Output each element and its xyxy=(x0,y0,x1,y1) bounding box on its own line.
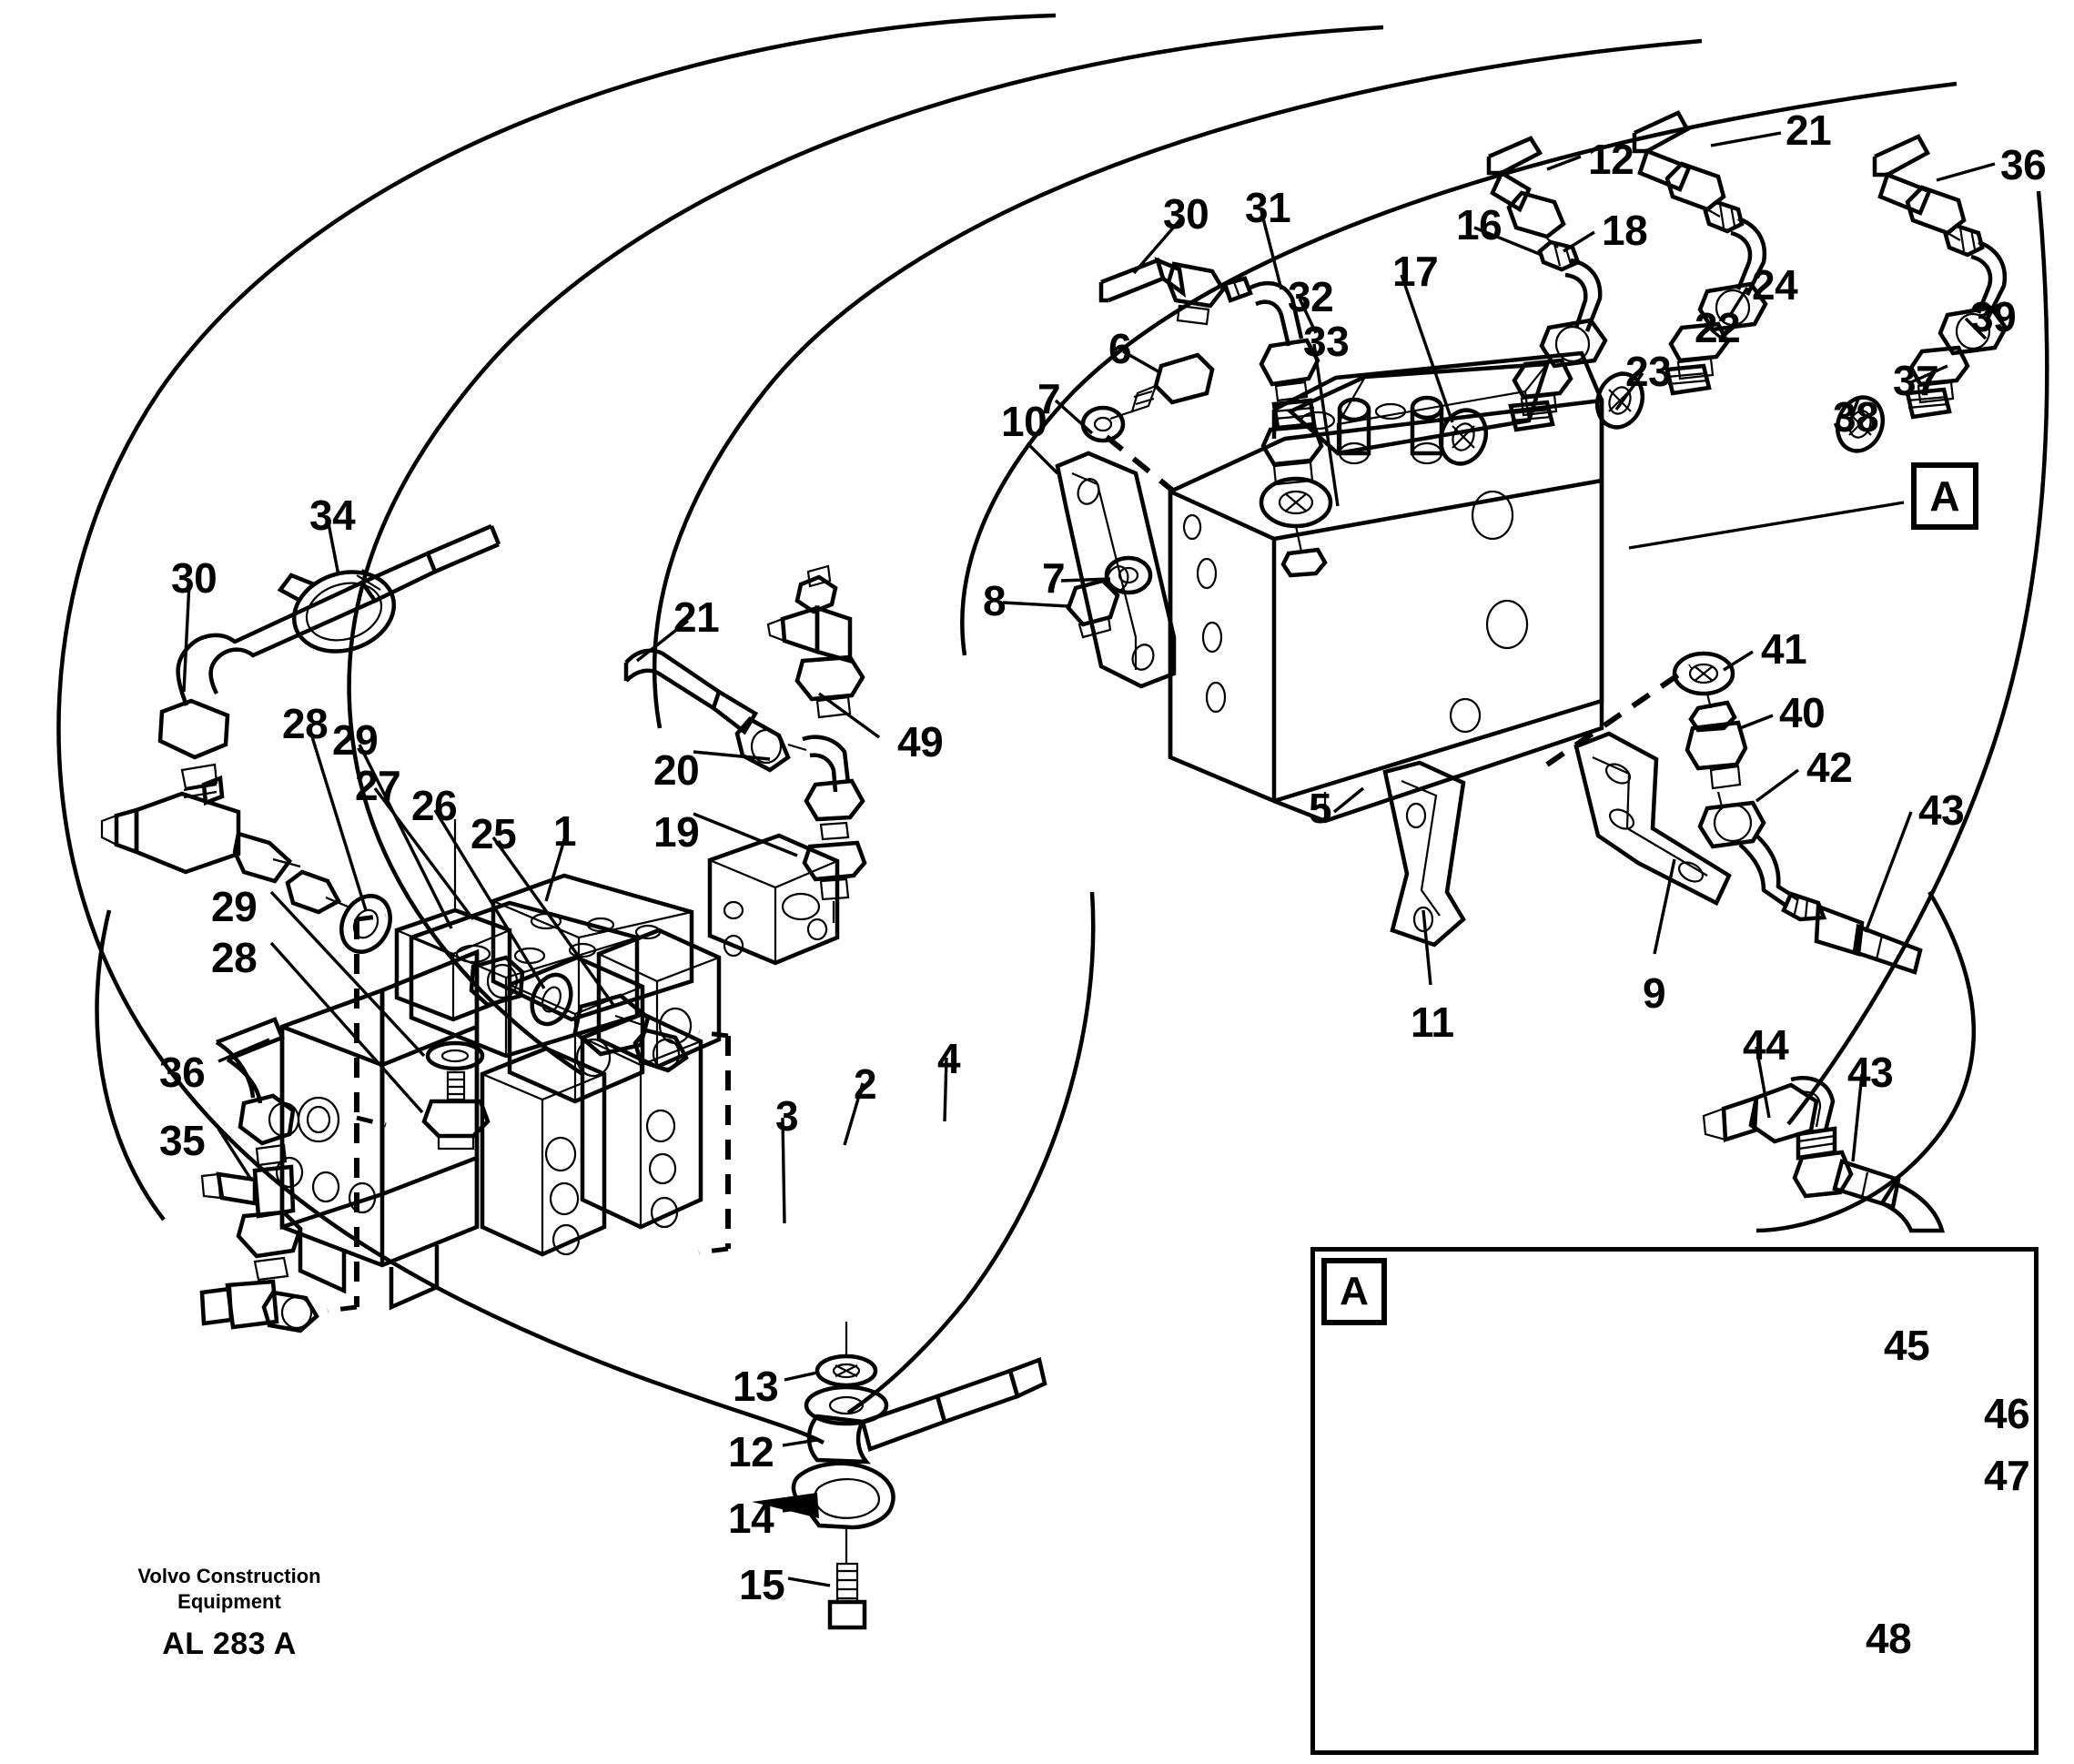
item-number-1: 1 xyxy=(553,807,577,855)
item-number-24: 24 xyxy=(1752,261,1798,309)
item-number-32: 32 xyxy=(1288,273,1334,320)
item-number-36: 36 xyxy=(2000,141,2047,188)
item-number-25: 25 xyxy=(470,810,517,857)
main-valve-block-1 xyxy=(268,873,722,1311)
hydraulic-tank-5 xyxy=(1168,350,1604,824)
item-number-9: 9 xyxy=(1643,969,1666,1017)
bolt-6-washer-7-nut-8 xyxy=(1066,352,1215,639)
fittings-21-22-23-24 xyxy=(1594,110,1768,430)
inset-detail-panel xyxy=(1310,1247,2039,1755)
item-number-49: 49 xyxy=(897,718,944,765)
item-number-40: 40 xyxy=(1779,689,1826,736)
part-34-hose-clamp xyxy=(277,569,397,654)
item-number-8: 8 xyxy=(983,577,1007,624)
item-number-29: 29 xyxy=(211,883,258,930)
item-number-12: 12 xyxy=(1588,136,1634,183)
item-number-10: 10 xyxy=(1001,398,1047,445)
item-number-43: 43 xyxy=(1918,786,1965,834)
item-number-12: 12 xyxy=(728,1428,774,1475)
item-number-39: 39 xyxy=(1970,293,2017,340)
item-number-35: 35 xyxy=(159,1117,206,1164)
bracket-9 xyxy=(1573,731,1732,907)
item-number-4: 4 xyxy=(937,1035,961,1082)
item-number-21: 21 xyxy=(1786,106,1832,154)
item-number-30: 30 xyxy=(1163,190,1209,238)
item-number-20: 20 xyxy=(653,746,700,794)
callout-tag-a: A xyxy=(1911,462,1978,530)
fitting-30-nut xyxy=(157,698,230,799)
item-number-13: 13 xyxy=(733,1363,779,1410)
item-number-22: 22 xyxy=(1695,304,1741,351)
item-number-15: 15 xyxy=(739,1561,785,1608)
item-number-47: 47 xyxy=(1984,1452,2030,1499)
item-number-21: 21 xyxy=(673,593,720,641)
item-number-41: 41 xyxy=(1761,625,1807,673)
item-number-46: 46 xyxy=(1984,1390,2030,1437)
item-number-6: 6 xyxy=(1108,325,1132,372)
fittings-12-13-14-15-bottom xyxy=(752,1322,1047,1630)
manufacturer-block: Volvo Construction Equipment AL 283 A xyxy=(111,1564,348,1662)
part-30-hose-left xyxy=(176,523,501,706)
item-number-45: 45 xyxy=(1884,1322,1930,1369)
item-number-43: 43 xyxy=(1847,1049,1894,1096)
fittings-40-41-42-43 xyxy=(1545,651,1923,975)
item-number-44: 44 xyxy=(1743,1021,1789,1069)
item-number-18: 18 xyxy=(1602,207,1648,254)
bracket-11 xyxy=(1382,760,1466,948)
item-number-19: 19 xyxy=(653,808,700,856)
item-number-17: 17 xyxy=(1392,248,1439,295)
item-number-28: 28 xyxy=(282,700,329,747)
manufacturer-line-1: Volvo Construction xyxy=(137,1565,321,1587)
callout-a-leader xyxy=(1628,501,1905,550)
item-number-23: 23 xyxy=(1625,348,1672,395)
item-number-37: 37 xyxy=(1893,357,1939,404)
item-number-33: 33 xyxy=(1303,318,1350,365)
item-number-5: 5 xyxy=(1309,785,1332,832)
manufacturer-line-2: Equipment xyxy=(177,1589,281,1613)
plate-code: AL 283 A xyxy=(162,1627,297,1661)
callout-tag-a-label: A xyxy=(1929,472,1960,520)
fittings-12-16-17-18 xyxy=(1438,136,1608,466)
item-number-38: 38 xyxy=(1833,393,1879,441)
item-number-36: 36 xyxy=(159,1049,206,1096)
item-number-42: 42 xyxy=(1806,744,1853,791)
item-number-7: 7 xyxy=(1042,554,1066,602)
inset-tag-a-label: A xyxy=(1340,1269,1369,1313)
fittings-44-43-lower xyxy=(1702,1076,1945,1233)
item-number-7: 7 xyxy=(1037,375,1061,422)
item-number-48: 48 xyxy=(1866,1615,1912,1662)
item-number-31: 31 xyxy=(1245,184,1291,231)
item-number-30: 30 xyxy=(171,554,218,602)
bracket-10 xyxy=(1055,451,1177,689)
hose-routing-curves xyxy=(56,13,2049,1445)
item-number-29: 29 xyxy=(332,716,379,764)
fittings-30-31-32-33 xyxy=(1098,257,1333,578)
item-number-14: 14 xyxy=(728,1495,774,1542)
item-number-11: 11 xyxy=(1411,999,1454,1046)
item-number-3: 3 xyxy=(775,1092,799,1140)
item-number-16: 16 xyxy=(1456,201,1502,248)
fittings-19-20-21-49 xyxy=(623,564,867,966)
item-number-27: 27 xyxy=(355,762,401,809)
leader-lines xyxy=(182,131,1996,1587)
item-number-26: 26 xyxy=(411,782,458,829)
item-number-28: 28 xyxy=(211,934,258,981)
part-36-35-fittings xyxy=(199,1017,319,1333)
fittings-36-37-38-39 xyxy=(1835,134,2008,453)
dashed-alignment-guides xyxy=(327,913,731,1313)
item-number-2: 2 xyxy=(854,1060,877,1108)
inset-tag-a: A xyxy=(1321,1258,1387,1325)
item-number-34: 34 xyxy=(309,492,356,539)
